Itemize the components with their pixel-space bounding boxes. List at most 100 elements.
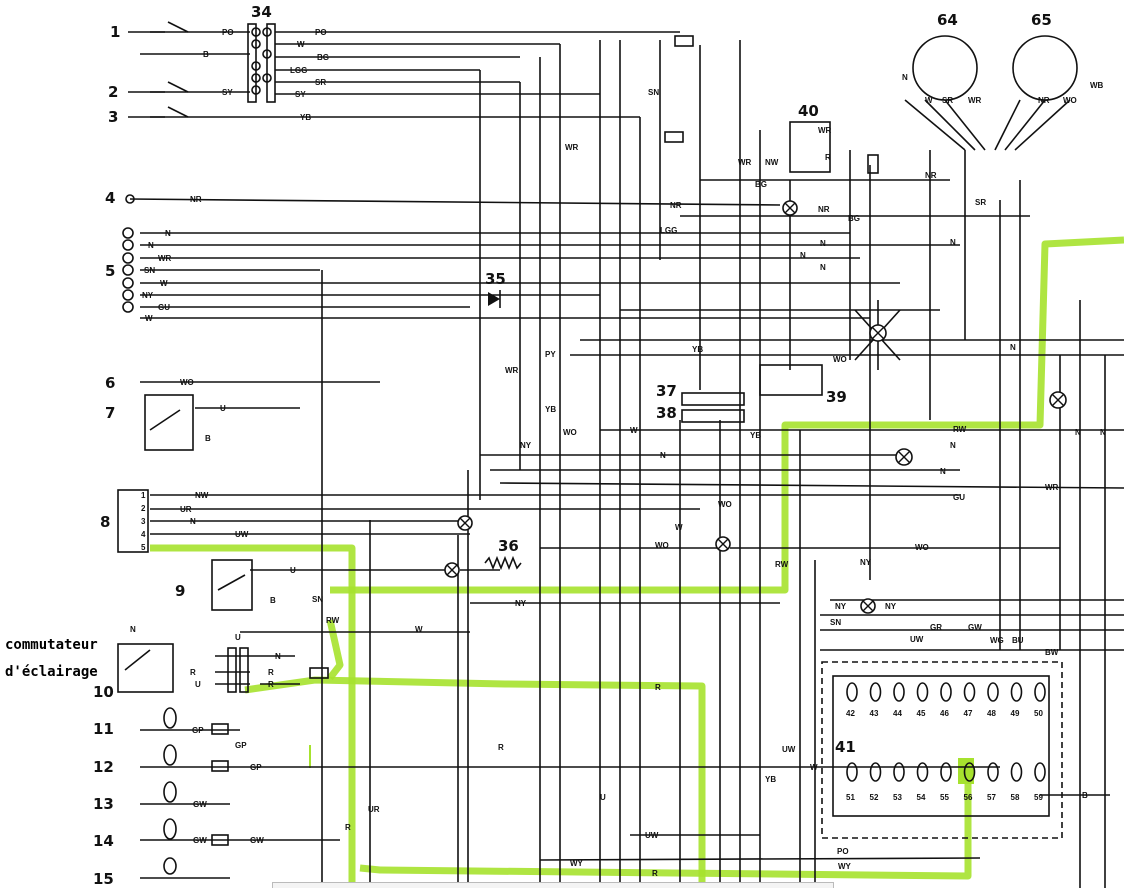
wire-code-label: N [1100,428,1106,437]
wire-code-label: R [655,683,661,692]
wire-code-label: N [820,239,826,248]
wire-code-label: N [1010,343,1016,352]
wire-code-label: N [950,441,956,450]
panel-bulb-icon [940,762,952,782]
label-65: 65 [1031,11,1052,29]
highlighted-circuit [150,236,1124,888]
wire-code-label: UW [782,745,796,754]
panel-bulb-number: 43 [870,709,879,718]
wire-code-label: R [498,743,504,752]
label-36: 36 [498,537,519,555]
instrument-panel-bulbs [846,682,1046,782]
panel-bulb-number: 45 [917,709,926,718]
wire-code-label: N [275,652,281,661]
panel-bulb-number: 44 [893,709,902,718]
wire-code-label: PO [222,28,234,37]
wire-code-label: N [148,241,154,250]
terminal-number: 4 [141,530,146,539]
panel-bulb-icon [846,762,858,782]
wire-code-label: NY [142,291,154,300]
terminal-8-numbers: 1 2 3 4 5 [141,491,146,552]
wire-code-label: SN [648,88,659,97]
label-9: 9 [175,582,185,600]
panel-bulb-icon [846,682,858,702]
wire-code-label: WO [655,541,669,550]
wire-code-label: N [940,467,946,476]
wire-code-label: GP [192,726,204,735]
horizontal-scrollbar[interactable] [272,882,834,888]
wire-code-label: NR [670,201,682,210]
wire-code-label: NW [765,158,779,167]
panel-bulb-icon [869,682,882,702]
label-4: 4 [105,189,115,207]
lamp-icon [869,324,887,342]
wire-code-label: B [203,50,209,59]
panel-bulb-number: 57 [987,793,996,802]
wire-code-label: WO [915,543,929,552]
wire-code-label: YB [545,405,556,414]
component-boxes [117,35,1063,839]
panel-bulb-icon [916,682,929,702]
wire-code-label: BW [1045,648,1059,657]
panel-bulb-icon [987,762,999,782]
wire-code-label: R [268,668,274,677]
label-12: 12 [93,758,114,776]
wire-code-label: N [130,625,136,634]
wire-code-label: GW [250,836,264,845]
wire-code-label: N [902,73,908,82]
wire-code-label: SN [830,618,841,627]
label-13: 13 [93,795,114,813]
wire-code-label: NR [190,195,202,204]
wire-code-label: UW [910,635,924,644]
switches [128,21,189,118]
panel-bulb-icon [1010,762,1023,782]
wire-code-label: SN [144,266,155,275]
wire-code-label: WB [1090,81,1104,90]
wire-code-label: RW [775,560,789,569]
panel-bulb-number: 49 [1011,709,1020,718]
wire-labels: POBSYYBPOWBGLGGSRSYNRNNWRSNWNYGUWWOUBNWU… [130,28,1106,878]
wire-code-label: WY [570,859,584,868]
wire-code-label: YB [750,431,761,440]
panel-bulb-icon [869,762,882,782]
label-38: 38 [656,404,677,422]
wire-code-label: WR [738,158,752,167]
wire-code-label: R [825,153,831,162]
wire-code-label: UW [235,530,249,539]
wire-code-label: W [810,763,818,772]
wire-code-label: WR [968,96,982,105]
panel-bulb-number: 55 [940,793,949,802]
terminal-number: 5 [141,543,146,552]
wire-code-label: NR [818,205,830,214]
terminal-number: 2 [141,504,146,513]
wire-code-label: PO [837,847,849,856]
wire-code-label: PY [545,350,556,359]
lamp-icon [444,562,460,578]
label-14: 14 [93,832,114,850]
lamp-icon [457,515,473,531]
wire-code-label: WO [833,355,847,364]
annotation-line-2: d'éclairage [5,664,98,680]
panel-bulb-number: 52 [870,793,879,802]
label-37: 37 [656,382,677,400]
panel-bulb-number: 46 [940,709,949,718]
wire-code-label: UW [645,831,659,840]
wire-code-label: U [290,566,296,575]
wire-code-label: UR [180,505,192,514]
wire-code-label: N [820,263,826,272]
wire-code-label: W [415,625,423,634]
wire-code-label: NY [860,558,872,567]
wire-code-label: WO [563,428,577,437]
label-8: 8 [100,513,110,531]
annotation-line-1: commutateur [5,637,98,653]
sockets-64-65 [912,35,1078,101]
connector-5 [122,194,135,313]
wire-code-label: R [652,869,658,878]
panel-bulb-icon [893,682,905,702]
wire-code-label: YB [692,345,703,354]
wire-code-label: W [675,523,683,532]
panel-bulb-number: 59 [1034,793,1043,802]
wire-code-label: WY [838,862,852,871]
wire-code-label: WO [180,378,194,387]
wire-code-label: B [1082,791,1088,800]
